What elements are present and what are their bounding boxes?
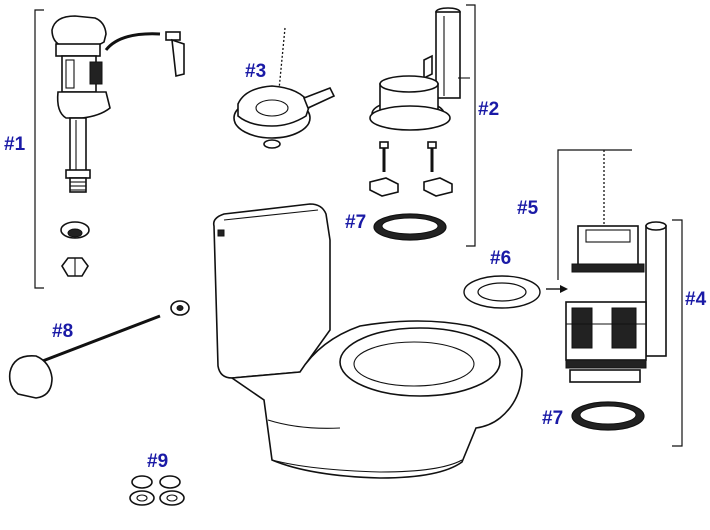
tank-gasket-top[interactable] <box>373 213 447 241</box>
tank-gasket-bottom[interactable] <box>571 401 645 431</box>
label-part-4: #4 <box>685 289 707 310</box>
label-part-6: #6 <box>490 248 512 269</box>
cone-washer[interactable] <box>60 221 90 239</box>
washer[interactable] <box>463 275 541 309</box>
bracket-part-4 <box>672 219 683 447</box>
label-part-7-top: #7 <box>345 212 367 233</box>
label-part-8: #8 <box>52 321 74 342</box>
bolt-caps[interactable] <box>129 475 185 506</box>
flush-valve-overflow[interactable] <box>369 7 470 131</box>
label-part-7-bottom: #7 <box>542 408 564 429</box>
label-part-3: #3 <box>245 61 267 82</box>
flush-valve-assembly[interactable] <box>565 150 667 383</box>
flapper[interactable] <box>233 27 336 149</box>
label-part-5: #5 <box>517 198 539 219</box>
toilet-body[interactable] <box>212 203 523 479</box>
bracket-part-1 <box>34 9 44 289</box>
lock-nut[interactable] <box>61 257 89 277</box>
arrow-marker <box>546 285 568 293</box>
trip-lever[interactable] <box>8 300 190 399</box>
label-part-9: #9 <box>147 451 169 472</box>
bolt-nuts[interactable] <box>369 177 453 197</box>
tank-bolts[interactable] <box>379 141 437 172</box>
label-part-1: #1 <box>4 134 26 155</box>
label-part-2: #2 <box>478 99 500 120</box>
bracket-part-5 <box>557 149 568 280</box>
bracket-part-2 <box>466 4 476 247</box>
fill-valve[interactable] <box>51 15 111 193</box>
refill-tube-clip[interactable] <box>104 31 185 77</box>
